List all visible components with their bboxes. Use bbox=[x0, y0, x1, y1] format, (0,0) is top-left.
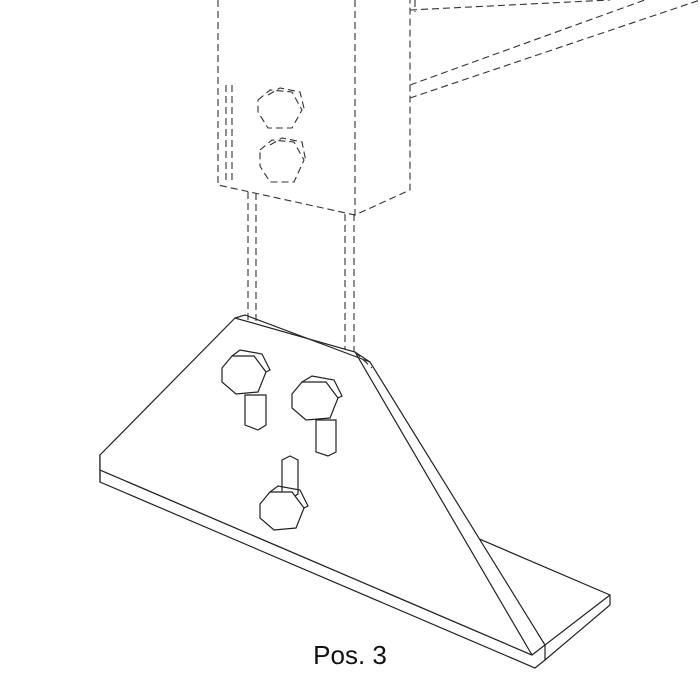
bolt-2 bbox=[291, 375, 343, 421]
slots bbox=[244, 394, 337, 499]
gusset-plate bbox=[99, 314, 546, 656]
bolt-3 bbox=[259, 485, 309, 531]
upper-column bbox=[217, 0, 700, 216]
hidden-bolts bbox=[257, 87, 307, 183]
bolt-1 bbox=[221, 349, 271, 395]
lower-tube bbox=[247, 192, 355, 352]
figure-caption: Pos. 3 bbox=[313, 640, 387, 670]
